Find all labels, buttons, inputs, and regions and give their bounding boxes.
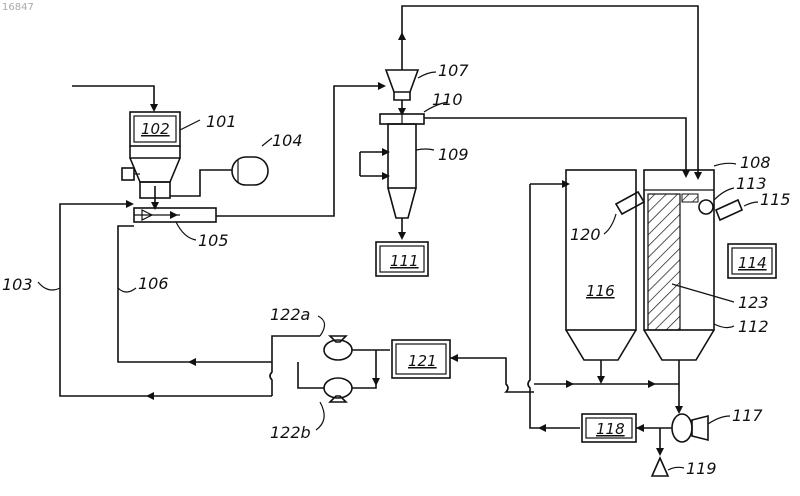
label-120: 120 <box>570 225 601 244</box>
page-id: 16847 <box>2 2 34 13</box>
cone-119 <box>652 458 684 476</box>
motor-104 <box>170 138 272 196</box>
label-116: 116 <box>586 282 615 300</box>
label-118: 118 <box>596 420 625 438</box>
label-114: 114 <box>738 254 767 272</box>
separator-109 <box>360 100 690 240</box>
label-121: 121 <box>408 352 437 370</box>
pump-122a <box>270 316 390 396</box>
label-112: 112 <box>738 317 769 336</box>
label-109: 109 <box>438 145 469 164</box>
label-117: 117 <box>732 406 763 425</box>
label-103: 103 <box>2 275 33 294</box>
label-111: 111 <box>390 252 419 270</box>
label-102: 102 <box>141 120 170 138</box>
leader-123 <box>672 284 734 302</box>
label-122a: 122a <box>270 305 310 324</box>
label-105: 105 <box>198 231 229 250</box>
label-108: 108 <box>740 153 771 172</box>
label-101: 101 <box>206 112 237 131</box>
nozzle-115 <box>716 200 758 220</box>
line-103 <box>38 200 272 400</box>
label-122b: 122b <box>270 423 311 442</box>
label-115: 115 <box>760 190 791 209</box>
line-106 <box>118 226 272 366</box>
pump-122b <box>298 350 380 430</box>
label-104: 104 <box>272 131 303 150</box>
label-119: 119 <box>686 459 717 478</box>
label-110: 110 <box>432 90 463 109</box>
fan-117 <box>636 414 730 456</box>
label-123: 123 <box>738 293 769 312</box>
label-107: 107 <box>438 61 469 80</box>
label-106: 106 <box>138 274 169 293</box>
hopper-unit-101 <box>72 86 200 210</box>
nozzle-120 <box>604 192 644 234</box>
